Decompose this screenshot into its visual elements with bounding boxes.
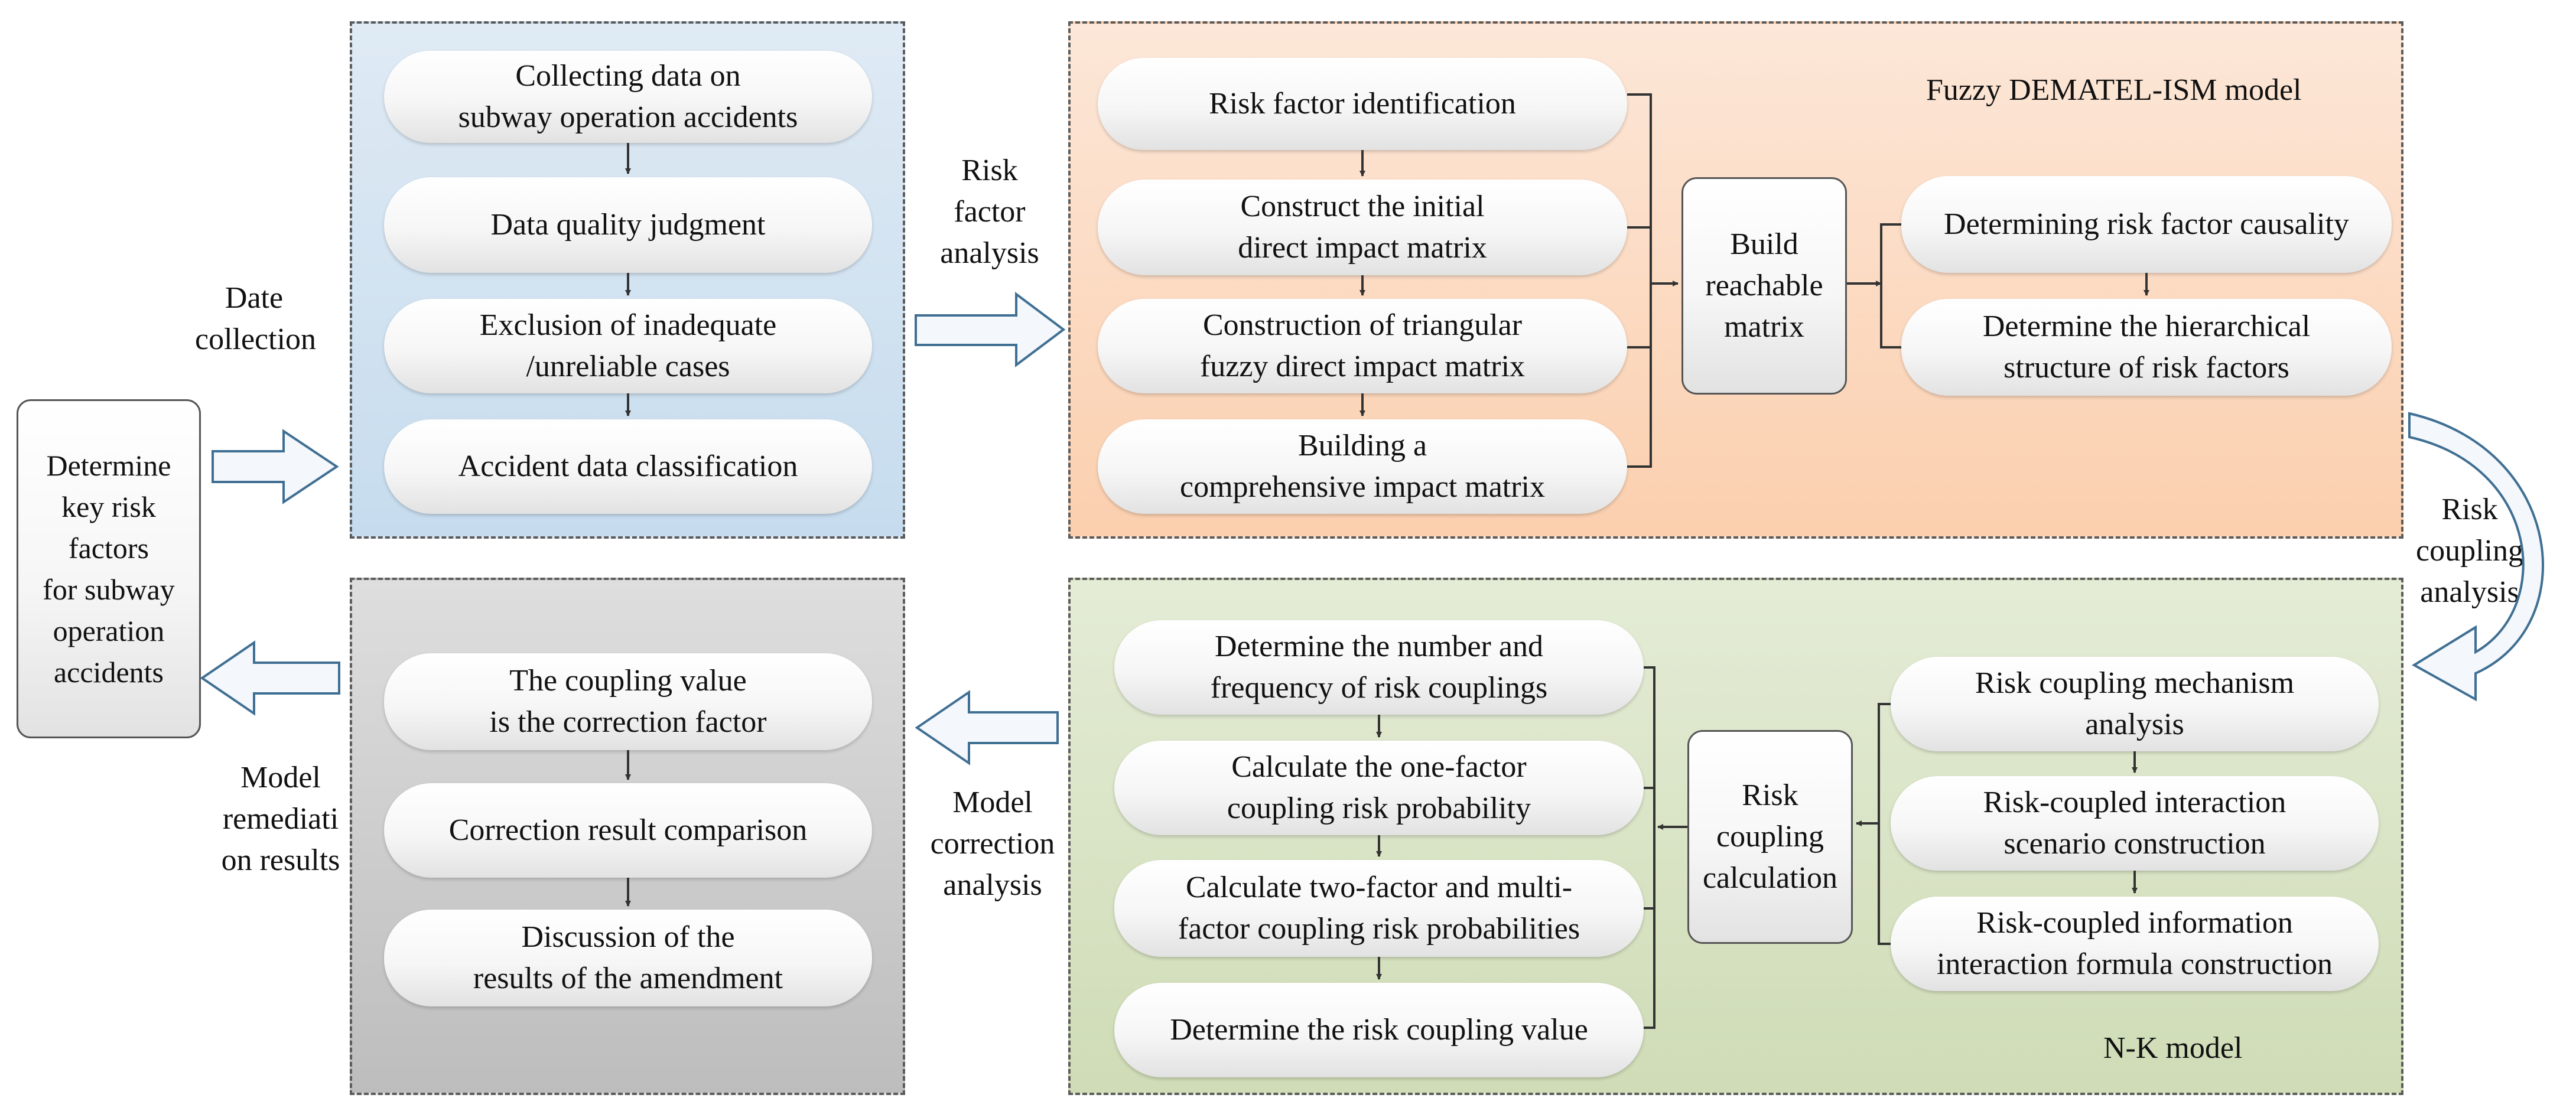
step-risk-coupling-value: Determine the risk coupling value xyxy=(1114,983,1644,1077)
date-collection-label: Date collection xyxy=(195,281,317,356)
step-triangular-fuzzy: Construction of triangular fuzzy direct … xyxy=(1098,299,1627,393)
arrow-to-remediation-panel xyxy=(915,690,1059,765)
step-data-quality: Data quality judgment xyxy=(384,177,872,273)
build-reachable-matrix-box: Build reachable matrix xyxy=(1681,177,1847,395)
step-initial-direct-impact: Construct the initial direct impact matr… xyxy=(1098,180,1627,275)
dematel-panel-title: Fuzzy DEMATEL-ISM model xyxy=(1926,73,2302,107)
nk-panel-title: N-K model xyxy=(2103,1031,2243,1065)
step-collecting-data: Collecting data on subway operation acci… xyxy=(384,51,872,143)
arrow-to-key-risk-box xyxy=(200,640,340,716)
arrow-to-data-panel xyxy=(212,429,339,504)
step-classification: Accident data classification xyxy=(384,419,872,514)
step-two-multi-factor: Calculate two-factor and multi- factor c… xyxy=(1114,860,1644,957)
model-correction-analysis-label: Model correction analysis xyxy=(930,786,1055,902)
model-remediation-label: Model remediati on results xyxy=(221,761,340,877)
risk-coupling-calculation-box: Risk coupling calculation xyxy=(1687,730,1853,944)
curved-arrow-dematel-to-nk xyxy=(2408,412,2544,702)
step-one-factor: Calculate the one-factor coupling risk p… xyxy=(1114,741,1644,835)
step-number-frequency: Determine the number and frequency of ri… xyxy=(1114,620,1644,715)
key-risk-factors-box: Determine key risk factors for subway op… xyxy=(17,399,201,738)
step-coupling-mechanism: Risk coupling mechanism analysis xyxy=(1891,657,2379,751)
step-correction-comparison: Correction result comparison xyxy=(384,783,872,878)
step-interaction-scenario: Risk-coupled interaction scenario constr… xyxy=(1891,776,2379,871)
dematel-right-bracket xyxy=(1847,223,2149,348)
dematel-bracket xyxy=(1627,93,1679,468)
step-coupling-value: The coupling value is the correction fac… xyxy=(384,653,872,750)
step-causality: Determining risk factor causality xyxy=(1901,176,2392,273)
step-comprehensive-impact: Building a comprehensive impact matrix xyxy=(1098,419,1627,514)
step-exclusion: Exclusion of inadequate /unreliable case… xyxy=(384,299,872,393)
step-risk-factor-identification: Risk factor identification xyxy=(1098,58,1627,150)
step-discussion: Discussion of the results of the amendme… xyxy=(384,910,872,1006)
arrow-to-dematel-panel xyxy=(915,292,1066,367)
nk-left-bracket xyxy=(1644,666,1687,1029)
risk-factor-analysis-label: Risk factor analysis xyxy=(940,154,1039,270)
nk-right-bracket xyxy=(1856,703,2138,945)
step-hierarchical-structure: Determine the hierarchical structure of … xyxy=(1901,299,2392,396)
step-interaction-formula: Risk-coupled information interaction for… xyxy=(1891,897,2379,991)
risk-coupling-analysis-label: Risk coupling analysis xyxy=(2416,493,2523,609)
